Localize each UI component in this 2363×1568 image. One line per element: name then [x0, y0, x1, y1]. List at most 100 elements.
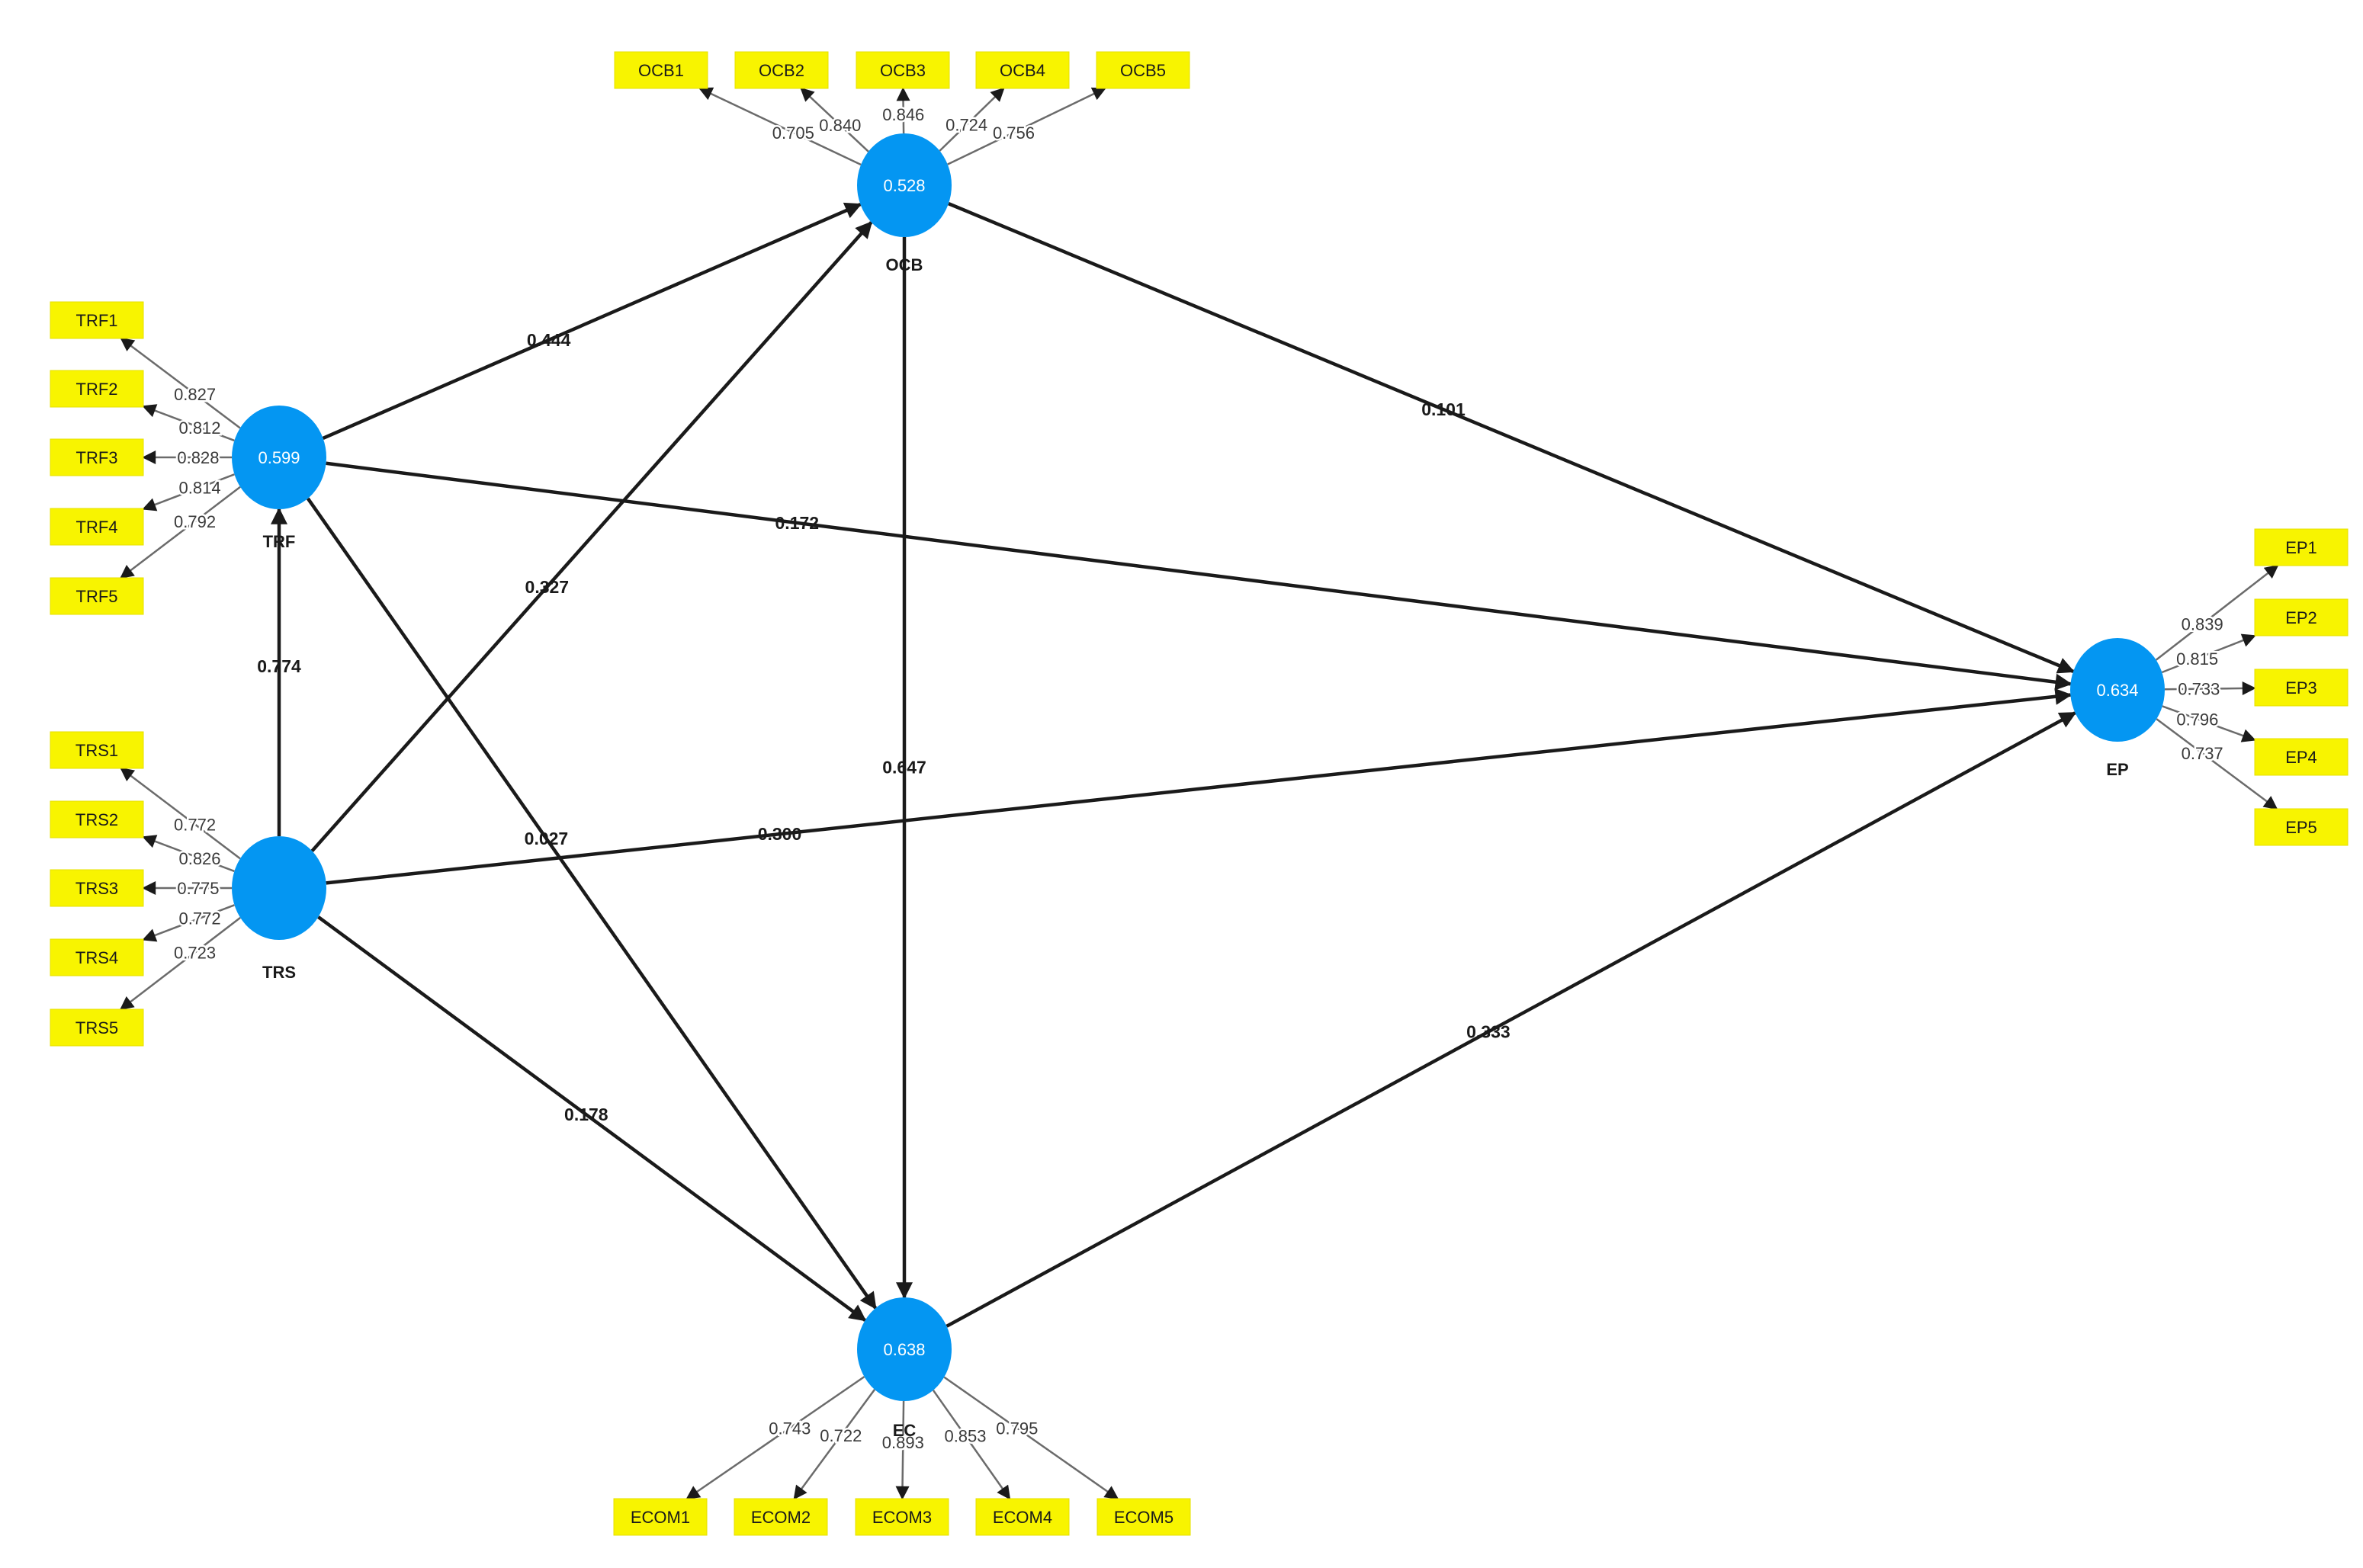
loading-value-ep2: 0.815 — [2176, 649, 2218, 669]
indicator-box — [613, 1498, 708, 1536]
indicator-trf1[interactable]: TRF1 — [50, 301, 144, 339]
loading-arrow-ocb3 — [896, 87, 910, 134]
loading-arrow-ep2 — [2161, 633, 2256, 674]
indicator-ocb3[interactable]: OCB3 — [856, 51, 950, 89]
path-coefficient-trs-trf: 0.774 — [257, 656, 301, 676]
indicator-box — [734, 51, 829, 89]
indicator-trf5[interactable]: TRF5 — [50, 577, 144, 615]
indicator-label: TRS4 — [75, 948, 118, 967]
indicator-trs1[interactable]: TRS1 — [50, 731, 144, 769]
construct-label: EC — [893, 1421, 917, 1440]
indicator-box — [1096, 1498, 1191, 1536]
path-trs-to-ep — [326, 688, 2072, 885]
indicator-trs2[interactable]: TRS2 — [50, 800, 144, 839]
indicator-trs4[interactable]: TRS4 — [50, 938, 144, 976]
indicator-label: TRF5 — [76, 587, 118, 606]
loading-value-ep1: 0.839 — [2182, 615, 2223, 634]
indicator-ocb5[interactable]: OCB5 — [1096, 51, 1190, 89]
indicator-ecom4[interactable]: ECOM4 — [975, 1498, 1070, 1536]
loading-value-ecom2: 0.722 — [820, 1426, 862, 1445]
indicator-box — [50, 577, 144, 615]
loading-value-ocb3: 0.846 — [882, 105, 924, 124]
indicator-box — [734, 1498, 828, 1536]
indicator-trf3[interactable]: TRF3 — [50, 438, 144, 476]
indicator-trs3[interactable]: TRS3 — [50, 869, 144, 907]
indicator-label: EP3 — [2285, 678, 2317, 697]
path-trs-to-ec — [317, 915, 867, 1322]
loading-arrow-ep3 — [2164, 681, 2256, 695]
path-trs-to-ocb — [310, 221, 873, 852]
indicator-box — [975, 1498, 1070, 1536]
indicator-label: ECOM1 — [631, 1508, 690, 1527]
path-ocb-to-ep — [948, 202, 2076, 674]
indicator-label: TRS1 — [75, 741, 118, 760]
loading-value-ocb2: 0.840 — [819, 116, 861, 135]
loading-value-trs2: 0.826 — [178, 849, 220, 868]
construct-circle — [857, 1297, 952, 1401]
indicator-label: OCB5 — [1120, 61, 1166, 80]
loading-arrow-ep5 — [2156, 718, 2278, 810]
loading-value-trf4: 0.814 — [179, 479, 221, 498]
indicator-ep2[interactable]: EP2 — [2254, 598, 2349, 636]
construct-label: OCB — [886, 255, 923, 274]
indicator-box — [50, 1008, 144, 1047]
loading-value-ep3: 0.733 — [2178, 680, 2220, 699]
path-coefficient-ec-ep: 0.333 — [1466, 1022, 1511, 1042]
indicator-ocb1[interactable]: OCB1 — [614, 51, 708, 89]
indicator-trf4[interactable]: TRF4 — [50, 508, 144, 546]
path-coefficient-trf-ec: 0.027 — [525, 829, 569, 848]
indicator-ecom1[interactable]: ECOM1 — [613, 1498, 708, 1536]
indicator-box — [614, 51, 708, 89]
loading-value-ecom5: 0.795 — [996, 1419, 1038, 1438]
loading-arrow-ecom4 — [932, 1390, 1011, 1500]
indicator-label: OCB1 — [638, 61, 684, 80]
indicator-box — [50, 938, 144, 976]
loading-value-trs4: 0.772 — [179, 909, 221, 928]
loading-arrow-ecom5 — [943, 1376, 1119, 1500]
indicator-trf2[interactable]: TRF2 — [50, 370, 144, 408]
loading-value-trf2: 0.812 — [178, 418, 220, 438]
path-coefficient-trf-ocb: 0.444 — [527, 330, 571, 350]
construct-circle — [232, 406, 326, 509]
indicator-box — [2254, 669, 2349, 707]
loading-value-trf3: 0.828 — [177, 448, 219, 467]
indicator-ecom2[interactable]: ECOM2 — [734, 1498, 828, 1536]
indicator-label: ECOM4 — [993, 1508, 1052, 1527]
indicator-trs5[interactable]: TRS5 — [50, 1008, 144, 1047]
indicator-ep5[interactable]: EP5 — [2254, 808, 2349, 846]
indicator-box — [50, 370, 144, 408]
loading-value-ecom4: 0.853 — [944, 1427, 986, 1446]
construct-r-squared: 0.599 — [258, 448, 300, 467]
construct-trs[interactable]: TRS — [232, 836, 326, 982]
indicator-box — [975, 51, 1070, 89]
loading-arrow-trf1 — [120, 337, 241, 429]
indicator-box — [50, 869, 144, 907]
loading-value-trf5: 0.792 — [174, 512, 216, 531]
loading-arrow-trf4 — [142, 473, 235, 511]
indicator-ep1[interactable]: EP1 — [2254, 528, 2349, 566]
indicator-ecom3[interactable]: ECOM3 — [855, 1498, 949, 1536]
indicator-ep3[interactable]: EP3 — [2254, 669, 2349, 707]
indicator-box — [50, 800, 144, 839]
path-coefficient-trs-ec: 0.178 — [564, 1105, 608, 1124]
indicator-ocb2[interactable]: OCB2 — [734, 51, 829, 89]
loading-value-ep5: 0.737 — [2182, 744, 2223, 763]
path-ec-to-ep — [946, 711, 2077, 1328]
path-trf-to-ep — [326, 461, 2072, 691]
loading-value-ecom1: 0.743 — [769, 1419, 811, 1438]
loading-arrow-trf2 — [142, 404, 235, 442]
indicator-label: TRF4 — [76, 518, 118, 537]
indicator-label: OCB2 — [759, 61, 804, 80]
indicator-ecom5[interactable]: ECOM5 — [1096, 1498, 1191, 1536]
loading-arrow-trs1 — [120, 767, 241, 860]
construct-r-squared: 0.528 — [883, 176, 925, 195]
indicator-ocb4[interactable]: OCB4 — [975, 51, 1070, 89]
indicator-ep4[interactable]: EP4 — [2254, 738, 2349, 776]
